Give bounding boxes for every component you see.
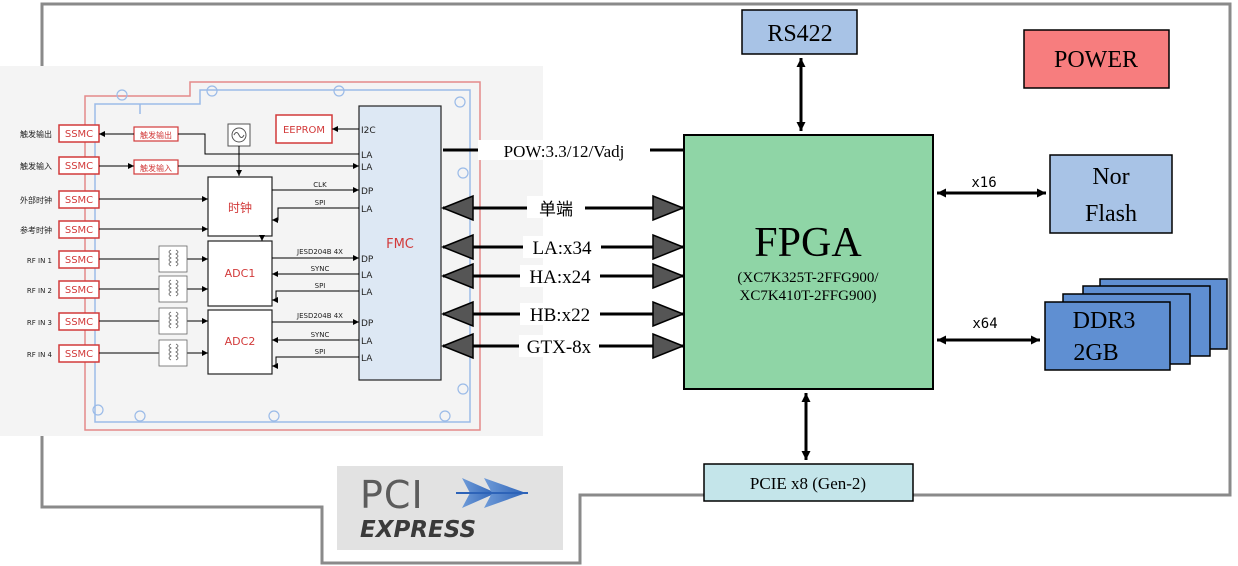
link-hb: HB:x22 xyxy=(530,305,590,326)
pin-la: LA xyxy=(361,288,373,298)
fmc-label: FMC xyxy=(386,237,414,252)
ddr3-label-2: 2GB xyxy=(1073,340,1118,366)
balun-transformers xyxy=(158,245,188,367)
pin-dp: DP xyxy=(361,255,374,265)
pin-la: LA xyxy=(361,354,373,364)
ddr3-stack: DDR3 2GB xyxy=(1044,278,1228,371)
link-la: LA:x34 xyxy=(532,238,592,259)
fpga-part-1: (XC7K325T-2FFG900/ xyxy=(737,270,879,286)
clock-label: 时钟 xyxy=(228,200,252,215)
ssmc-label: SSMC xyxy=(65,225,93,236)
power-block xyxy=(1023,29,1170,89)
adc2-block xyxy=(207,309,273,375)
nor-flash-block xyxy=(1049,154,1173,234)
fpga-part-2: XC7K410T-2FFG900) xyxy=(740,288,877,304)
signal-jesd-2: JESD204B 4X xyxy=(296,312,343,320)
nor-flash-label-2: Flash xyxy=(1085,201,1137,227)
ssmc-label: SSMC xyxy=(65,255,93,266)
adc2-label: ADC2 xyxy=(225,335,256,348)
link-ha: HA:x24 xyxy=(529,267,591,288)
pci-express-logo: PCI EXPRESS xyxy=(337,466,563,550)
input-label: RF IN 3 xyxy=(27,319,52,327)
input-label: RF IN 1 xyxy=(27,257,52,265)
signal-spi-1: SPI xyxy=(315,282,326,290)
signal-jesd-1: JESD204B 4X xyxy=(296,248,343,256)
ddr3-label-1: DDR3 xyxy=(1073,308,1136,334)
board-outline xyxy=(40,2,1232,565)
input-label: RF IN 2 xyxy=(27,287,52,295)
signal-sync-1: SYNC xyxy=(311,265,330,273)
eeprom-label: EEPROM xyxy=(283,125,325,136)
input-label: 触发输出 xyxy=(20,129,52,139)
ssmc-label: SSMC xyxy=(65,129,93,140)
nor-flash-label-1: Nor xyxy=(1092,164,1129,190)
ddr-bus-label: x64 xyxy=(972,316,997,332)
trigger-in-box-label: 触发输入 xyxy=(140,163,172,173)
pin-la: LA xyxy=(361,151,373,161)
ssmc-label: SSMC xyxy=(65,285,93,296)
signal-spi: SPI xyxy=(315,199,326,207)
rs422-label: RS422 xyxy=(767,21,832,47)
adc1-label: ADC1 xyxy=(225,267,256,280)
power-link-label: POW:3.3/12/Vadj xyxy=(504,142,625,161)
pin-dp: DP xyxy=(361,319,374,329)
pcie-label: PCIE x8 (Gen-2) xyxy=(750,474,866,493)
pin-la: LA xyxy=(361,163,373,173)
adc1-block xyxy=(207,240,273,307)
signal-clk: CLK xyxy=(313,181,327,189)
input-label: 外部时钟 xyxy=(20,195,52,205)
pin-la: LA xyxy=(361,271,373,281)
pin-i2c: I2C xyxy=(361,126,376,136)
trigger-in-box xyxy=(133,159,179,175)
pcie-block xyxy=(703,463,914,502)
signal-sync-2: SYNC xyxy=(311,331,330,339)
input-label: 触发输入 xyxy=(20,161,52,171)
fmc-board-inset: FMC EEPROM 时钟 ADC1 ADC2 触发输出 触发输入 触发输出 S… xyxy=(0,66,543,436)
pin-la: LA xyxy=(361,337,373,347)
fmc-connector xyxy=(358,105,442,381)
logo-pci: PCI xyxy=(360,473,424,517)
fpga-title: FPGA xyxy=(754,220,862,266)
pin-dp: DP xyxy=(361,187,374,197)
signal-spi-2: SPI xyxy=(315,348,326,356)
ssmc-label: SSMC xyxy=(65,161,93,172)
pin-la: LA xyxy=(361,205,373,215)
link-single-ended: 单端 xyxy=(539,200,573,220)
trigger-out-box-label: 触发输出 xyxy=(140,130,172,140)
eeprom-block xyxy=(275,114,333,144)
ssmc-inputs: 触发输出 SSMC 触发输入 SSMC 外部时钟 SSMC 参考时钟 SSMC … xyxy=(20,124,100,363)
fpga-block xyxy=(683,134,934,390)
flash-bus-label: x16 xyxy=(971,175,996,191)
input-label: RF IN 4 xyxy=(27,351,53,359)
logo-express: EXPRESS xyxy=(360,517,476,543)
clock-block xyxy=(207,176,273,237)
ssmc-label: SSMC xyxy=(65,349,93,360)
ssmc-label: SSMC xyxy=(65,317,93,328)
input-label: 参考时钟 xyxy=(20,225,52,235)
power-label: POWER xyxy=(1054,47,1138,73)
link-gtx: GTX-8x xyxy=(527,337,592,358)
rs422-block xyxy=(741,9,858,55)
ssmc-label: SSMC xyxy=(65,195,93,206)
